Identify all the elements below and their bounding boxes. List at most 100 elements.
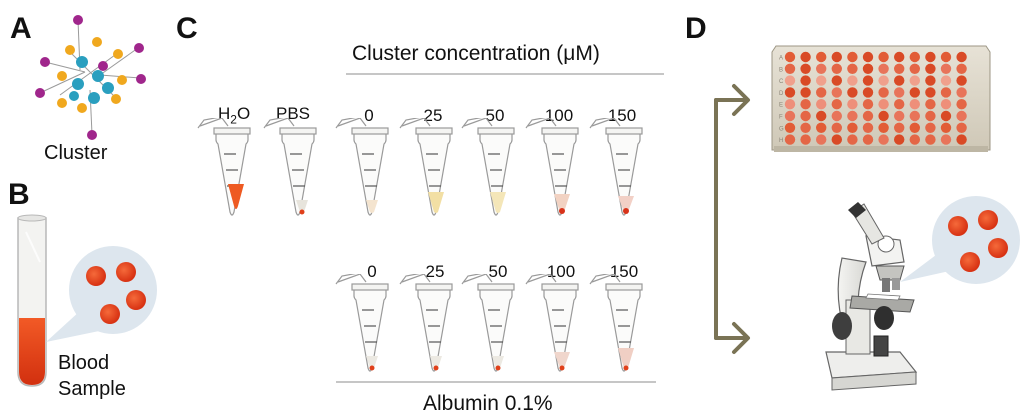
plate-well: [894, 110, 905, 122]
plate-well: [862, 75, 874, 86]
plate-well: [956, 110, 967, 122]
tube-top-150: [589, 118, 643, 216]
plate-well: [800, 122, 811, 133]
plate-row-letter: C: [779, 79, 784, 85]
red-blood-cell: [988, 238, 1008, 258]
plate-well: [847, 63, 858, 74]
plate-row-letter: D: [779, 91, 784, 97]
plate-well: [878, 122, 889, 133]
plate-well: [784, 75, 796, 86]
panel-letter-b: B: [8, 178, 30, 211]
plate-well: [831, 99, 842, 110]
bottom-conc-label-100: 100: [546, 262, 576, 281]
plate-well: [862, 99, 874, 110]
plate-well: [909, 110, 920, 122]
red-blood-cell: [978, 210, 998, 230]
tube-top-25: [399, 118, 453, 216]
blood-sample-caption-line2: Sample: [58, 378, 126, 400]
plate-well: [831, 51, 842, 63]
plate-well: [800, 75, 811, 86]
h2o-subscript: 2: [230, 112, 237, 127]
plate-row-letter: F: [779, 115, 783, 121]
plate-well: [894, 122, 905, 133]
plate-well: [784, 87, 796, 98]
plate-well: [940, 51, 952, 63]
plate-well: [909, 63, 920, 74]
plate-well: [784, 134, 796, 145]
plate-well: [925, 99, 936, 110]
plate-well: [816, 51, 827, 63]
plate-well: [831, 122, 842, 133]
plate-well: [816, 63, 827, 74]
plate-well: [847, 51, 858, 63]
plate-well: [800, 134, 811, 145]
plate-well: [862, 134, 874, 145]
tube-top-100: [525, 118, 579, 216]
plate-row-letter: G: [779, 126, 784, 132]
plate-well: [816, 110, 827, 122]
plate-well: [816, 75, 827, 86]
microscope-zoom-bubble: [900, 196, 1020, 284]
cluster-molecule: [35, 15, 146, 140]
plate-well: [925, 134, 936, 145]
plate-well: [847, 87, 858, 98]
plate-well: [878, 110, 889, 122]
plate-well: [862, 87, 874, 98]
plate-well: [894, 63, 905, 74]
red-blood-cell: [126, 290, 146, 310]
plate-row-letter: H: [779, 138, 783, 144]
plate-row-letter: B: [779, 67, 783, 73]
red-blood-cell: [948, 216, 968, 236]
plate-well: [847, 75, 858, 86]
tube-bottom-50: [461, 274, 515, 372]
plate-well: [784, 110, 796, 122]
plate-row-letter: A: [779, 56, 783, 62]
bottom-conc-label-25: 25: [425, 262, 445, 281]
tube-bottom-150: [589, 274, 643, 372]
bottom-conc-label-0: 0: [367, 262, 377, 281]
plate-well: [784, 122, 796, 133]
plate-well: [878, 51, 889, 63]
plate-well: [784, 51, 796, 63]
plate-wells: [784, 51, 967, 145]
tube-top-0: [335, 118, 389, 216]
plate-well: [847, 134, 858, 145]
plate-well: [800, 110, 811, 122]
plate-well: [816, 134, 827, 145]
plate-well: [800, 99, 811, 110]
plate-well: [878, 63, 889, 74]
cluster-caption: Cluster: [44, 142, 108, 164]
red-blood-cell: [100, 304, 120, 324]
plate-well: [784, 99, 796, 110]
bottom-conc-label-150: 150: [609, 262, 639, 281]
plate-well: [831, 75, 842, 86]
plate-well: [909, 99, 920, 110]
plate-well: [940, 75, 952, 86]
plate-well: [909, 51, 920, 63]
plate-well: [816, 122, 827, 133]
plate-well: [862, 63, 874, 74]
plate-well: [940, 134, 952, 145]
plate-well: [894, 134, 905, 145]
top-conc-label-150: 150: [607, 106, 637, 125]
plate-well: [956, 122, 967, 133]
plate-row-letter: E: [779, 103, 783, 109]
plate-well: [925, 110, 936, 122]
plate-well: [909, 87, 920, 98]
albumin-title: Albumin 0.1%: [423, 392, 553, 415]
bottom-conc-label-50: 50: [488, 262, 508, 281]
panel-letter-d: D: [685, 12, 707, 45]
plate-well: [784, 63, 796, 74]
plate-well: [940, 122, 952, 133]
tube-top-50: [461, 118, 515, 216]
plate-well: [816, 99, 827, 110]
control-pbs-label: PBS: [276, 104, 311, 123]
blood-sample-tube: [17, 214, 47, 387]
plate-well: [894, 87, 905, 98]
plate-well: [956, 51, 967, 63]
panel-letter-c: C: [176, 12, 198, 45]
tube-pbs: [263, 118, 317, 216]
plate-well: [956, 99, 967, 110]
tube-bottom-100: [525, 274, 579, 372]
